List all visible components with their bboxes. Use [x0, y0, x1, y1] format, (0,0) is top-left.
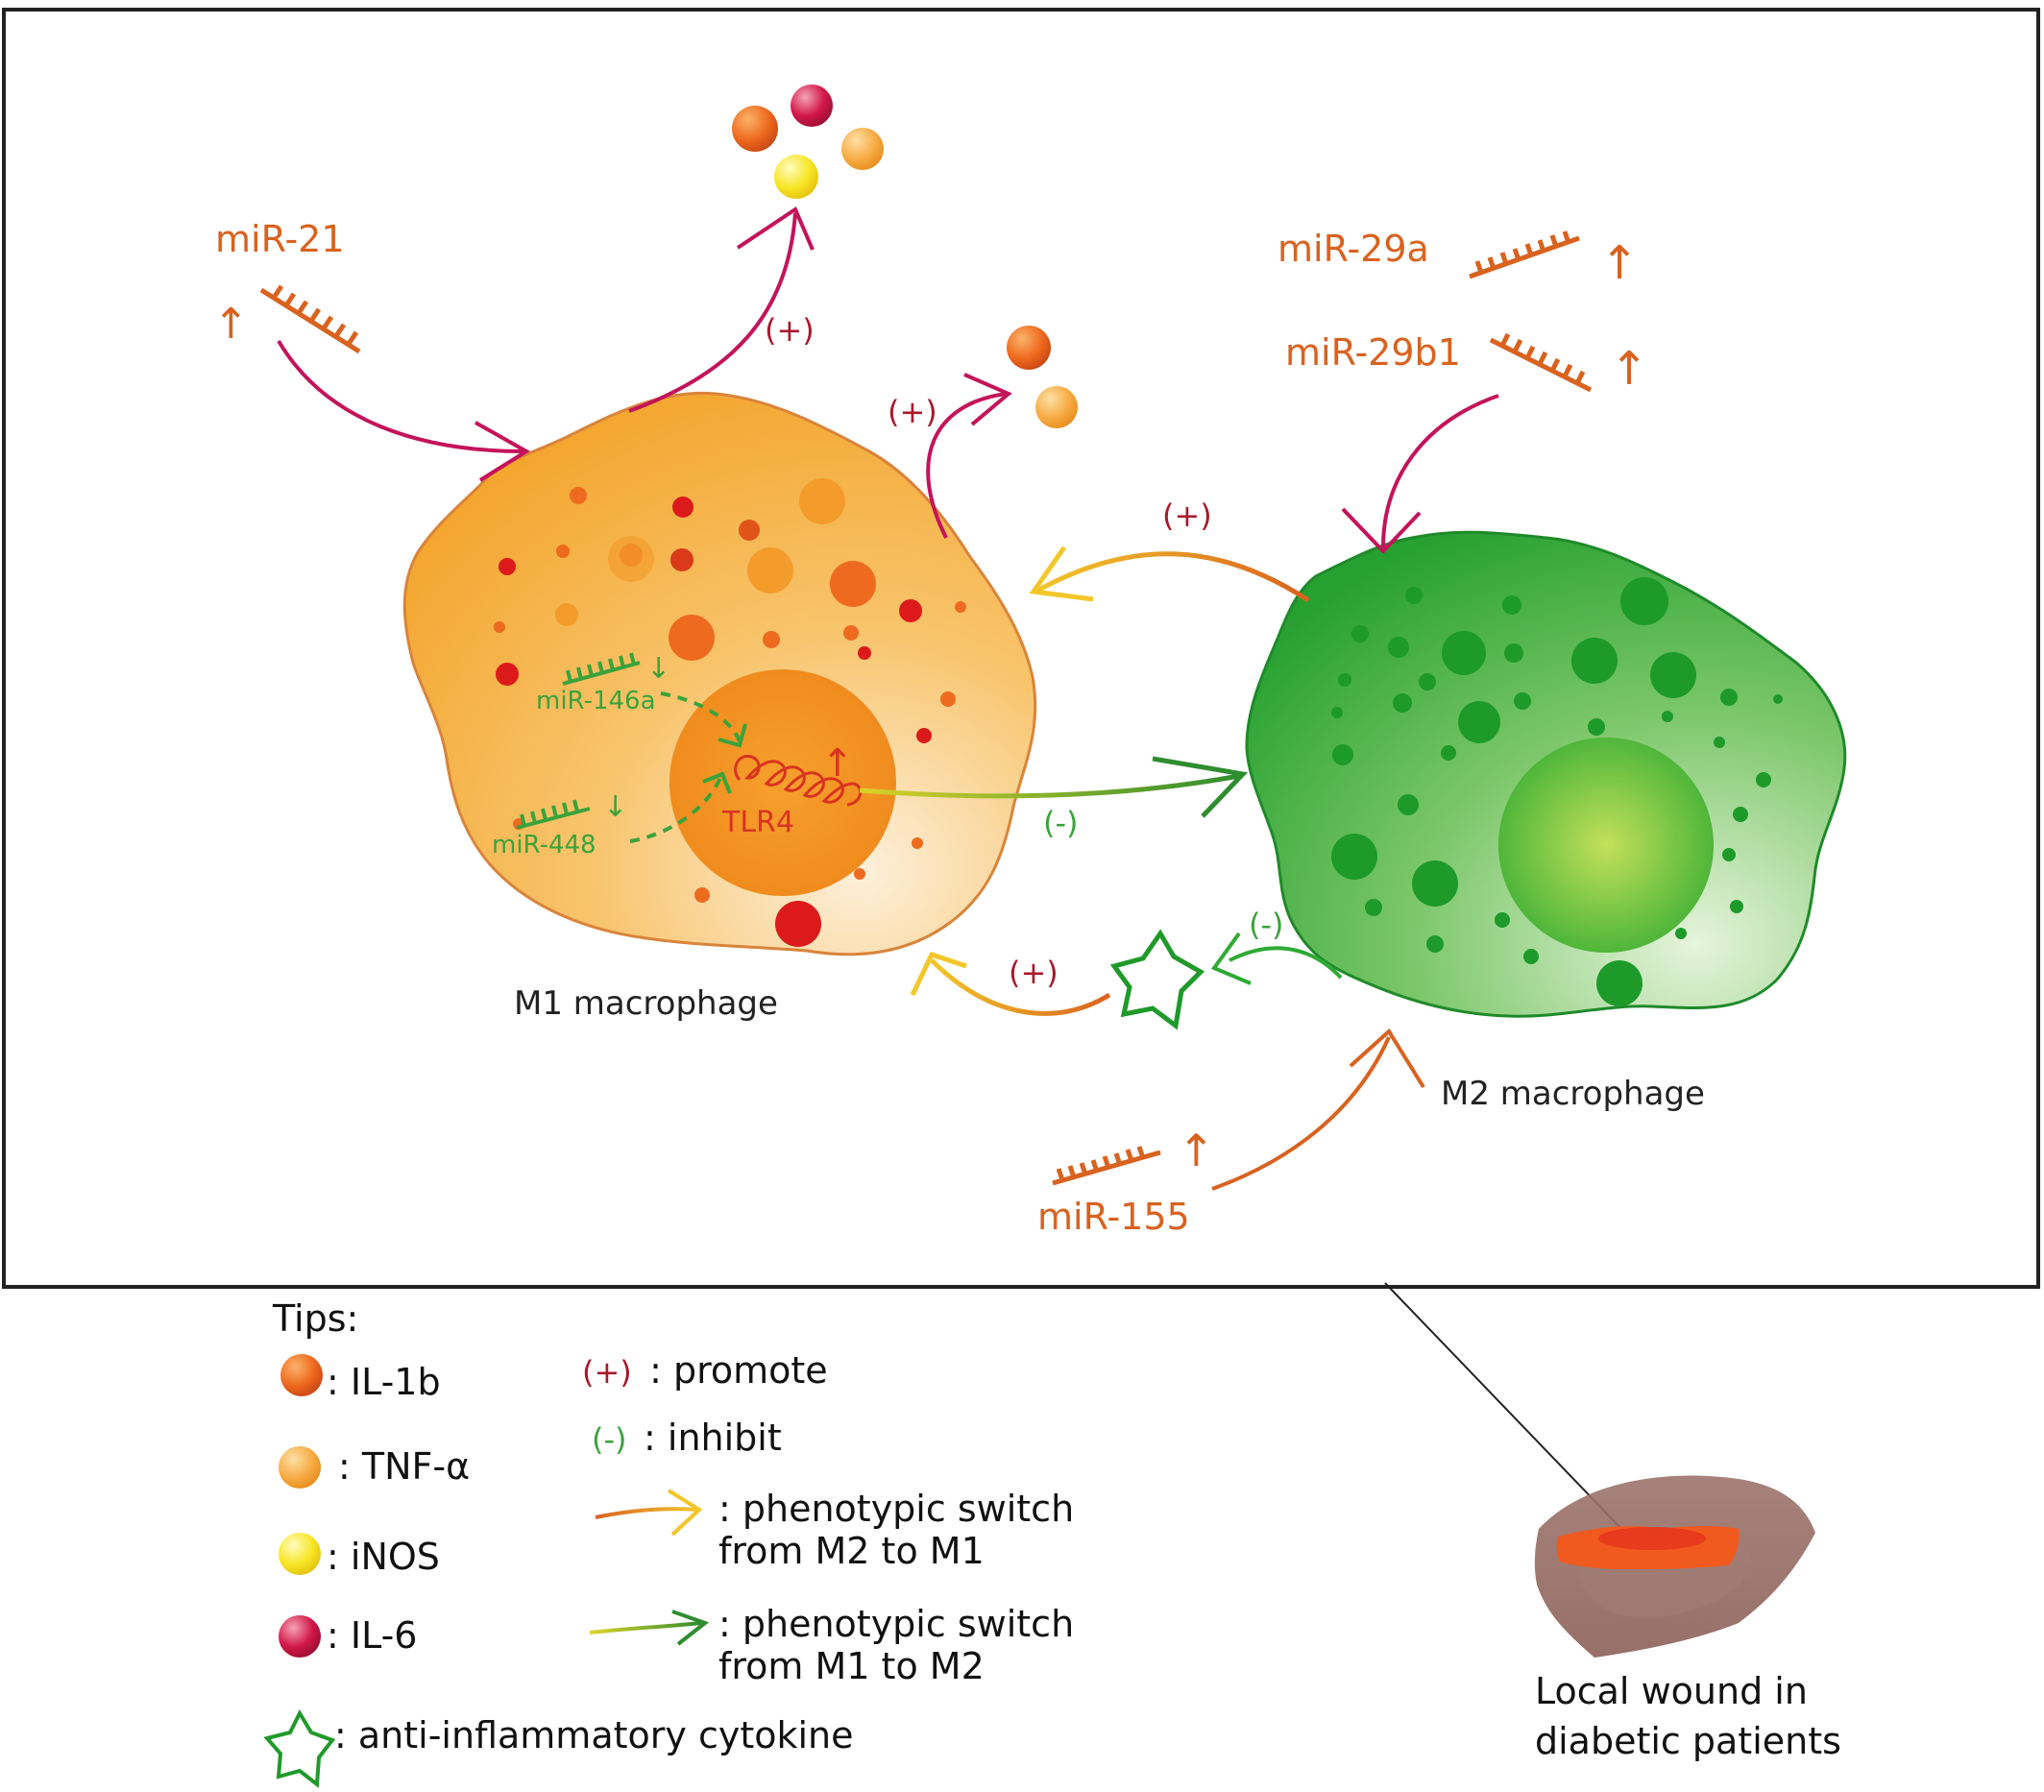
il-1b-ball	[732, 106, 778, 152]
mir-155-group: ↑ miR-155	[1037, 1028, 1425, 1238]
inhibit-label: (-)	[1043, 805, 1079, 841]
m1-secretion-arrow-mid: (+)	[888, 373, 1012, 539]
mir-29b1-strand	[1489, 332, 1593, 393]
m1-nucleus	[669, 669, 896, 896]
legend: Tips: : IL-1b : TNF-α : iNOS : IL-6 : an…	[263, 1297, 1074, 1788]
legend-switch-m1-m2-line2: from M1 to M2	[718, 1645, 985, 1687]
legend-switch-m2-m1-line1: : phenotypic switch	[718, 1488, 1074, 1530]
wound-label-line1: Local wound in	[1535, 1670, 1808, 1712]
mir-146a-label: miR-146a	[536, 687, 656, 715]
mir-155-label: miR-155	[1037, 1196, 1190, 1238]
switch-m1-to-m2-legend-icon	[589, 1621, 702, 1635]
tlr4-receptor	[734, 754, 863, 807]
mir-21-group: miR-21 ↑	[213, 218, 530, 482]
tlr4-up-arrow: ↑	[821, 741, 854, 786]
mir-146a-down-arrow: ↓	[646, 652, 670, 686]
mir-21-to-m1-arrow	[277, 339, 524, 453]
secreted-cytokines-mid	[1007, 326, 1078, 428]
mir-155-to-m2-arrow	[1211, 1036, 1391, 1191]
secreted-cytokines-top	[732, 85, 884, 199]
mir-29a-up-arrow: ↑	[1600, 236, 1639, 290]
m2-granules	[1331, 577, 1783, 1006]
mir-29b1-up-arrow: ↑	[1610, 342, 1648, 396]
mir-29a-label: miR-29a	[1278, 228, 1429, 270]
il-1b-legend-icon	[280, 1354, 323, 1396]
mir-155-strand	[1052, 1146, 1161, 1186]
tnf-alpha-legend-icon	[279, 1446, 321, 1489]
switch-m2-to-m1: (+)	[1029, 497, 1310, 603]
mir-29a-strand	[1469, 230, 1580, 279]
tlr4-label: TLR4	[721, 806, 794, 839]
promote-label: (+)	[1009, 955, 1058, 991]
il-6-legend-icon	[279, 1615, 321, 1658]
legend-cytokine: : anti-inflammatory cytokine	[334, 1714, 854, 1756]
anti-inflammatory-cytokine: (-) (+)	[910, 907, 1343, 1030]
legend-inos: : iNOS	[327, 1536, 440, 1578]
mir-29b1-label: miR-29b1	[1285, 331, 1461, 374]
tnf-alpha-ball	[1035, 386, 1078, 428]
wound-pointer-line	[1384, 1282, 1624, 1532]
mir-21-strand	[259, 284, 361, 354]
legend-inhibit-text: : inhibit	[644, 1417, 782, 1459]
mir-29-group: miR-29a ↑ miR-29b1 ↑	[1278, 228, 1648, 554]
legend-switch-m2-m1-line2: from M2 to M1	[718, 1530, 985, 1572]
il-1b-ball	[1007, 326, 1051, 370]
switch-m2-to-m1-legend-icon	[595, 1507, 698, 1519]
inhibit-label: (-)	[1249, 907, 1284, 943]
promote-label: (+)	[888, 394, 937, 430]
m1-label: M1 macrophage	[514, 984, 778, 1023]
mir-146a-inhibit-arrow	[660, 691, 742, 742]
mir-448-label: miR-448	[492, 831, 596, 860]
legend-il-6: : IL-6	[327, 1614, 417, 1657]
legend-promote-text: : promote	[638, 1349, 828, 1392]
legend-title: Tips:	[272, 1297, 358, 1340]
m2-macrophage: M2 macrophage	[1245, 530, 1847, 1113]
legend-il-1b: : IL-1b	[327, 1361, 441, 1403]
legend-inhibit-symbol: (-)	[592, 1421, 627, 1458]
m1-macrophage: TLR4 ↑ ↓ miR-146a ↓ miR-448 M1 macrophag…	[402, 391, 1037, 1023]
switch-m1-to-m2: (-)	[859, 756, 1249, 841]
m1-secretion-arrow-top: (+)	[628, 206, 815, 413]
wound-label-line2: diabetic patients	[1535, 1720, 1841, 1762]
legend-promote-symbol: (+)	[582, 1354, 632, 1391]
m2-nucleus	[1498, 738, 1714, 953]
m1-granules	[494, 478, 966, 947]
mir-448-down-arrow: ↓	[603, 790, 627, 824]
inos-legend-icon	[279, 1533, 321, 1575]
mir-29-to-m2-arrow	[1381, 394, 1499, 548]
diagram-frame	[2, 8, 2040, 1289]
tnf-alpha-ball	[841, 128, 884, 170]
mir-146a-strand	[562, 652, 641, 686]
wound-illustration: Local wound in diabetic patients	[1534, 1475, 1841, 1762]
legend-tnf-alpha: : TNF-α	[338, 1445, 470, 1488]
cytokine-star-icon	[1109, 929, 1205, 1030]
inos-ball	[774, 155, 818, 199]
legend-switch-m1-m2-line1: : phenotypic switch	[718, 1603, 1074, 1645]
mir-448-inhibit-arrow	[629, 777, 722, 843]
mir-448-strand	[516, 799, 591, 830]
m2-label: M2 macrophage	[1441, 1075, 1705, 1113]
promote-label: (+)	[765, 312, 815, 349]
il-6-ball	[791, 85, 833, 127]
mir-21-label: miR-21	[215, 218, 345, 260]
mir-155-up-arrow: ↑	[1178, 1125, 1215, 1176]
promote-label: (+)	[1162, 497, 1212, 534]
mir-21-up-arrow: ↑	[213, 300, 249, 349]
cytokine-legend-icon	[263, 1708, 336, 1788]
